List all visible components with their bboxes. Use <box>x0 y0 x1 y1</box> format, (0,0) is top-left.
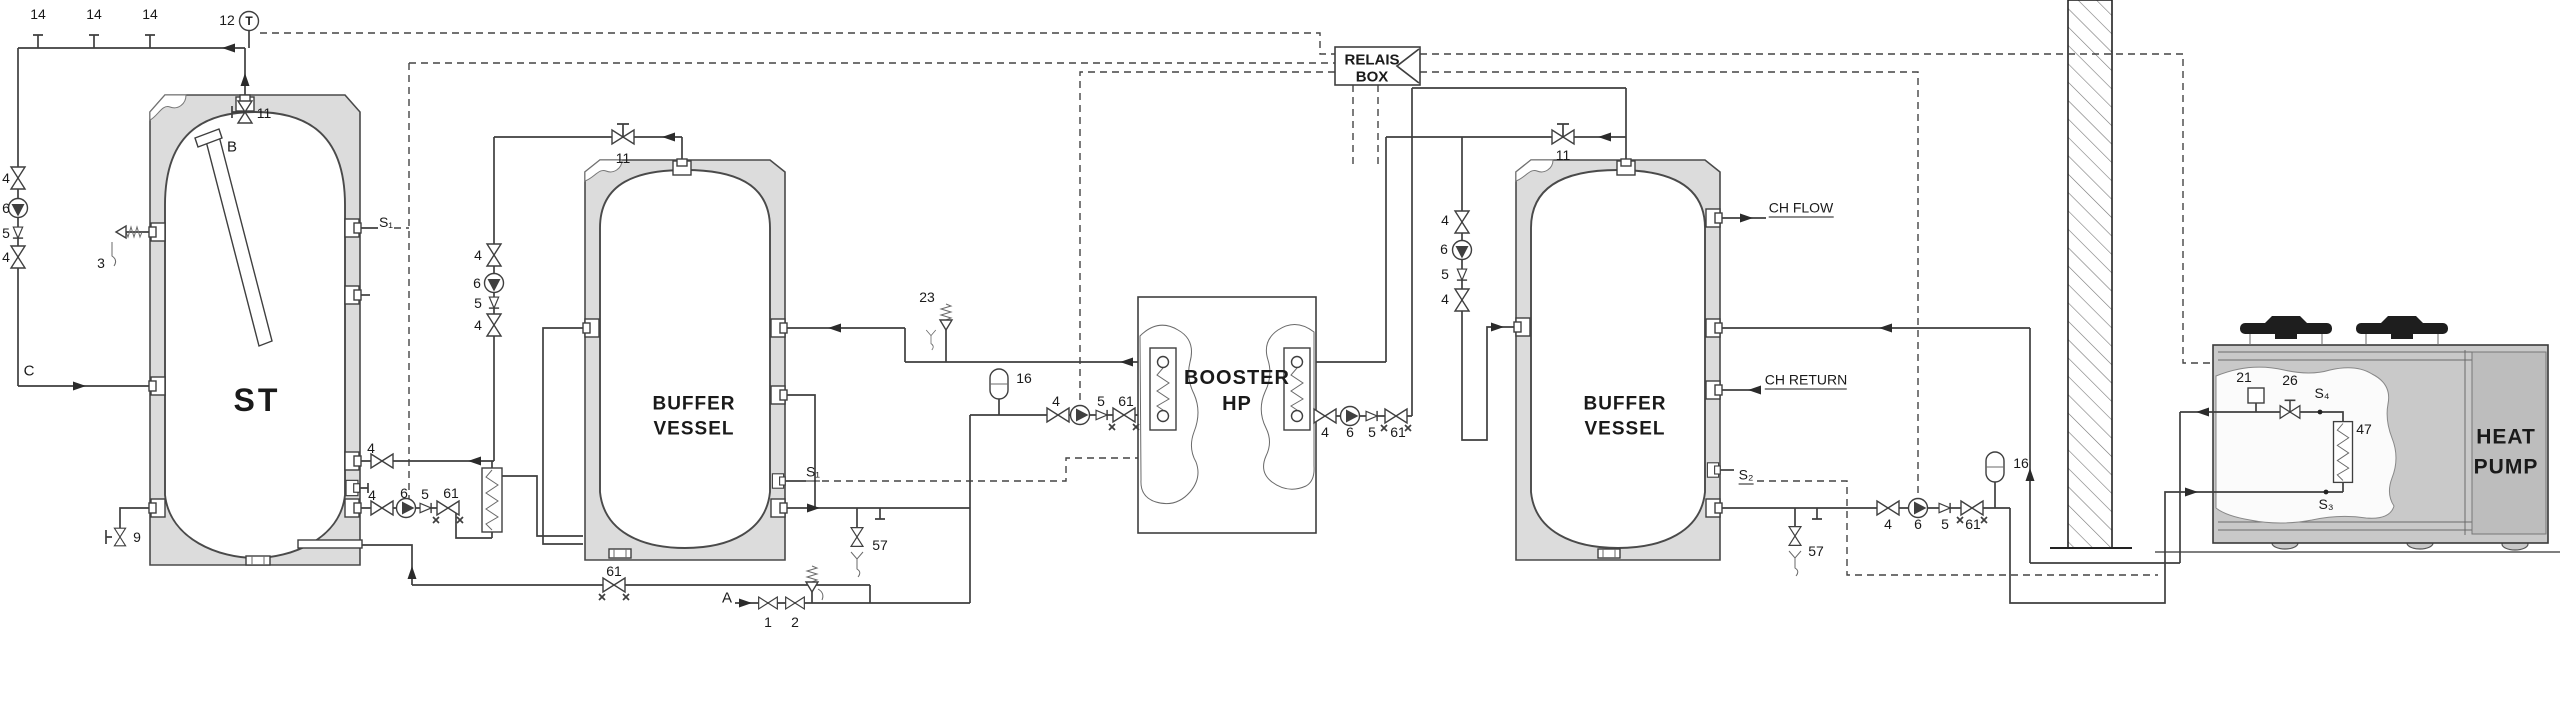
relais-box <box>1334 46 1421 86</box>
st-tank <box>149 94 363 566</box>
check-valve-5 <box>488 296 500 309</box>
valve-4 <box>1046 407 1070 423</box>
buffer-vessel-1 <box>584 159 786 561</box>
fittings <box>7 10 2005 610</box>
balance-valve-61 <box>1108 407 1140 431</box>
hp-heat-exchanger-47 <box>2332 420 2354 484</box>
buffer-vessel-2 <box>1515 159 1721 561</box>
drain-valve-57 <box>1788 526 1802 577</box>
check-valve-5 <box>1456 268 1468 281</box>
valve-11 <box>1551 123 1575 145</box>
valve-4 <box>486 243 502 267</box>
balance-valve-61 <box>1956 500 1988 524</box>
expansion-vessel-16 <box>989 368 1009 400</box>
safety-valve-23 <box>925 303 953 351</box>
booster-left-exchanger <box>1149 347 1177 431</box>
temperature-sensor-icon <box>238 10 260 32</box>
valve-2 <box>785 596 805 610</box>
pump-6 <box>7 197 29 219</box>
hp-sensor-s4-point <box>2317 409 2323 415</box>
tank-ports <box>148 94 1723 518</box>
valve-4 <box>10 166 26 190</box>
valve-4 <box>370 453 394 469</box>
check-valve-5 <box>12 226 24 239</box>
tap-point-icon <box>32 34 44 49</box>
balance-valve-61 <box>432 500 464 524</box>
check-valve-5 <box>419 502 432 514</box>
control-lines <box>260 32 2213 576</box>
fan-icon <box>2356 316 2448 345</box>
fill-relief-icon <box>805 565 824 601</box>
check-valve-5 <box>1938 502 1951 514</box>
tap-point-icon <box>88 34 100 49</box>
plate-heat-exchanger <box>481 467 503 533</box>
pump-6 <box>1339 405 1361 427</box>
valve-1 <box>758 596 778 610</box>
balance-valve-61 <box>1380 408 1412 432</box>
check-valve-5 <box>1095 409 1108 421</box>
check-valve-5 <box>1365 410 1378 422</box>
drain-valve-57 <box>850 527 864 578</box>
valve-4 <box>1313 408 1337 424</box>
booster-right-exchanger <box>1283 347 1311 431</box>
pump-6 <box>1907 497 1929 519</box>
hp-sensor-21 <box>2247 387 2265 404</box>
fan-icon <box>2240 316 2332 345</box>
expansion-vessel-16 <box>1985 451 2005 483</box>
valve-4 <box>486 313 502 337</box>
wall-chimney <box>2050 0 2560 553</box>
balance-valve-61 <box>598 577 630 601</box>
pump <box>1069 404 1091 426</box>
valve-11 <box>611 123 635 145</box>
pump-6 <box>395 497 417 519</box>
relais-chevron-icon <box>1395 48 1420 84</box>
valve-4 <box>1454 288 1470 312</box>
pump-6 <box>483 272 505 294</box>
valve-4 <box>370 500 394 516</box>
safety-valve-3 <box>111 225 143 267</box>
drain-valve-9 <box>105 527 127 547</box>
valve-4 <box>10 245 26 269</box>
pump-6 <box>1451 239 1473 261</box>
booster-hp-unit <box>1137 296 1317 534</box>
valve-4 <box>1454 210 1470 234</box>
tap-point-icon <box>144 34 156 49</box>
hp-sensor-s3-point <box>2323 489 2329 495</box>
heat-pump-unit <box>2212 316 2549 551</box>
valve-4 <box>1876 500 1900 516</box>
